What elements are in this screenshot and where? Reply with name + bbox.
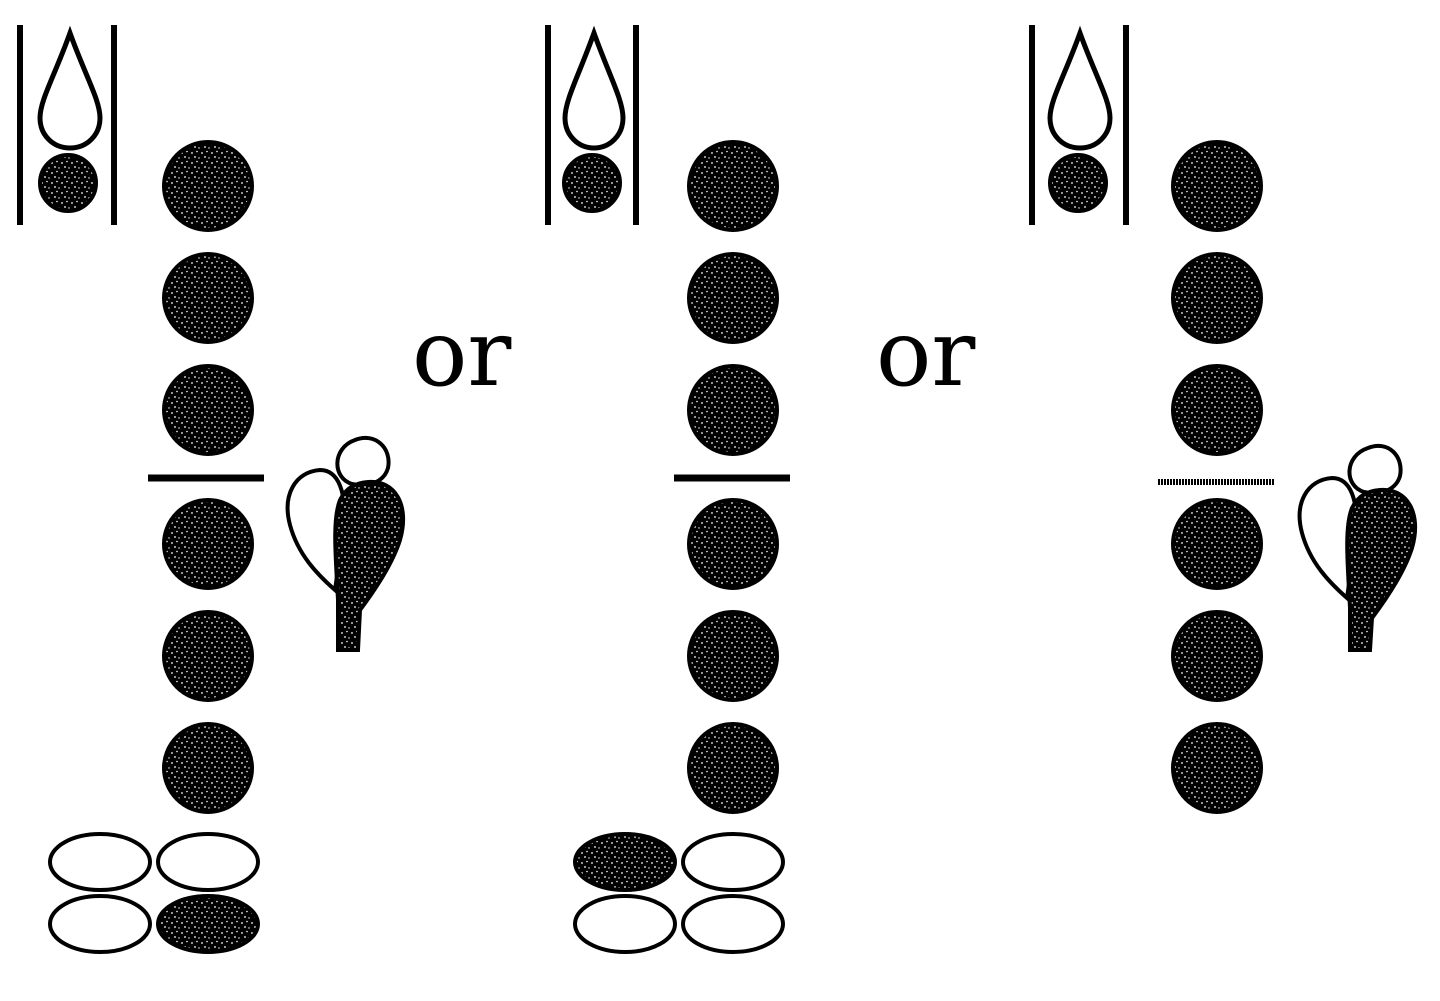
hole-1 [162, 140, 254, 232]
fingering-diagram-1 [17, 25, 406, 954]
bottom-key-3 [573, 894, 677, 954]
hole-1 [1171, 140, 1263, 232]
side-key-cluster-icon [285, 436, 406, 652]
thumb-hole [38, 153, 98, 213]
bottom-key-4 [681, 894, 785, 954]
bottom-key-2 [681, 832, 785, 892]
hole-3 [1171, 364, 1263, 456]
hole-4 [687, 498, 779, 590]
hole-6 [1171, 722, 1263, 814]
bottom-key-3 [48, 894, 152, 954]
hole-4 [1171, 498, 1263, 590]
thumb-hole [1048, 153, 1108, 213]
or-separator-2: or [876, 300, 975, 407]
hole-5 [687, 610, 779, 702]
side-key-cluster-icon [1297, 444, 1418, 652]
thumb-box [1029, 25, 1129, 225]
hole-3 [162, 364, 254, 456]
fingering-diagram-3 [1029, 25, 1418, 814]
bottom-key-1 [573, 832, 677, 892]
hole-2 [687, 252, 779, 344]
hole-5 [1171, 610, 1263, 702]
thumb-register-key-icon [1047, 25, 1113, 151]
hole-3 [687, 364, 779, 456]
thumb-box [17, 25, 117, 225]
or-separator-1: or [412, 300, 511, 407]
hole-2 [1171, 252, 1263, 344]
hole-2 [162, 252, 254, 344]
thumb-register-key-icon [562, 25, 626, 151]
thumb-register-key-icon [37, 25, 103, 151]
hole-6 [162, 722, 254, 814]
hole-5 [162, 610, 254, 702]
thumb-hole [562, 153, 622, 213]
bottom-keys [573, 832, 785, 954]
bottom-key-1 [48, 832, 152, 892]
bottom-key-2 [156, 832, 260, 892]
hole-4 [162, 498, 254, 590]
bottom-key-4 [156, 894, 260, 954]
fingering-diagram-2 [545, 25, 790, 954]
thumb-box [545, 25, 639, 225]
bottom-keys [48, 832, 260, 954]
hole-1 [687, 140, 779, 232]
hole-6 [687, 722, 779, 814]
